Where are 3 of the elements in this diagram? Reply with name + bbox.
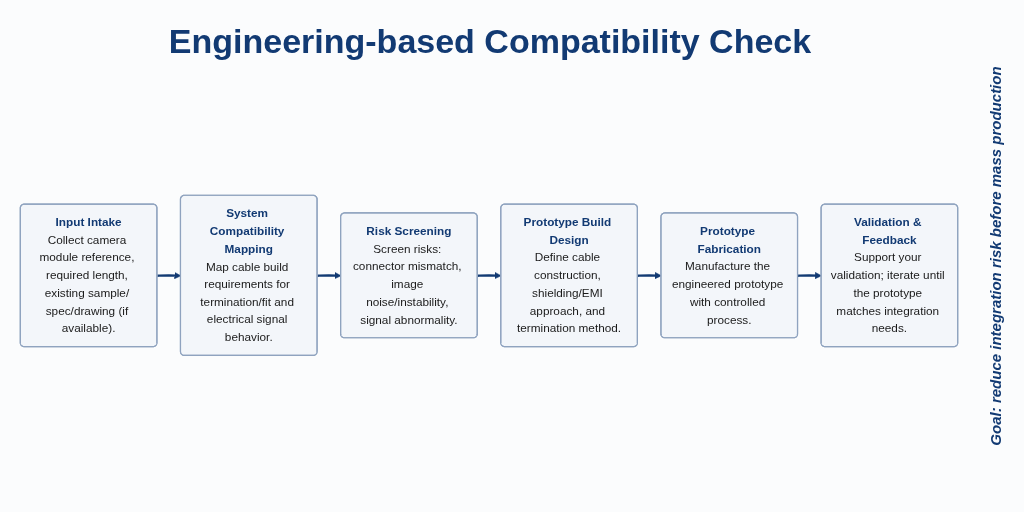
diagram-title: Engineering-based Compatibility Check <box>167 22 813 61</box>
arrow <box>797 271 822 279</box>
goal-note: Goal: reduce integration risk before mass production <box>986 66 1004 446</box>
